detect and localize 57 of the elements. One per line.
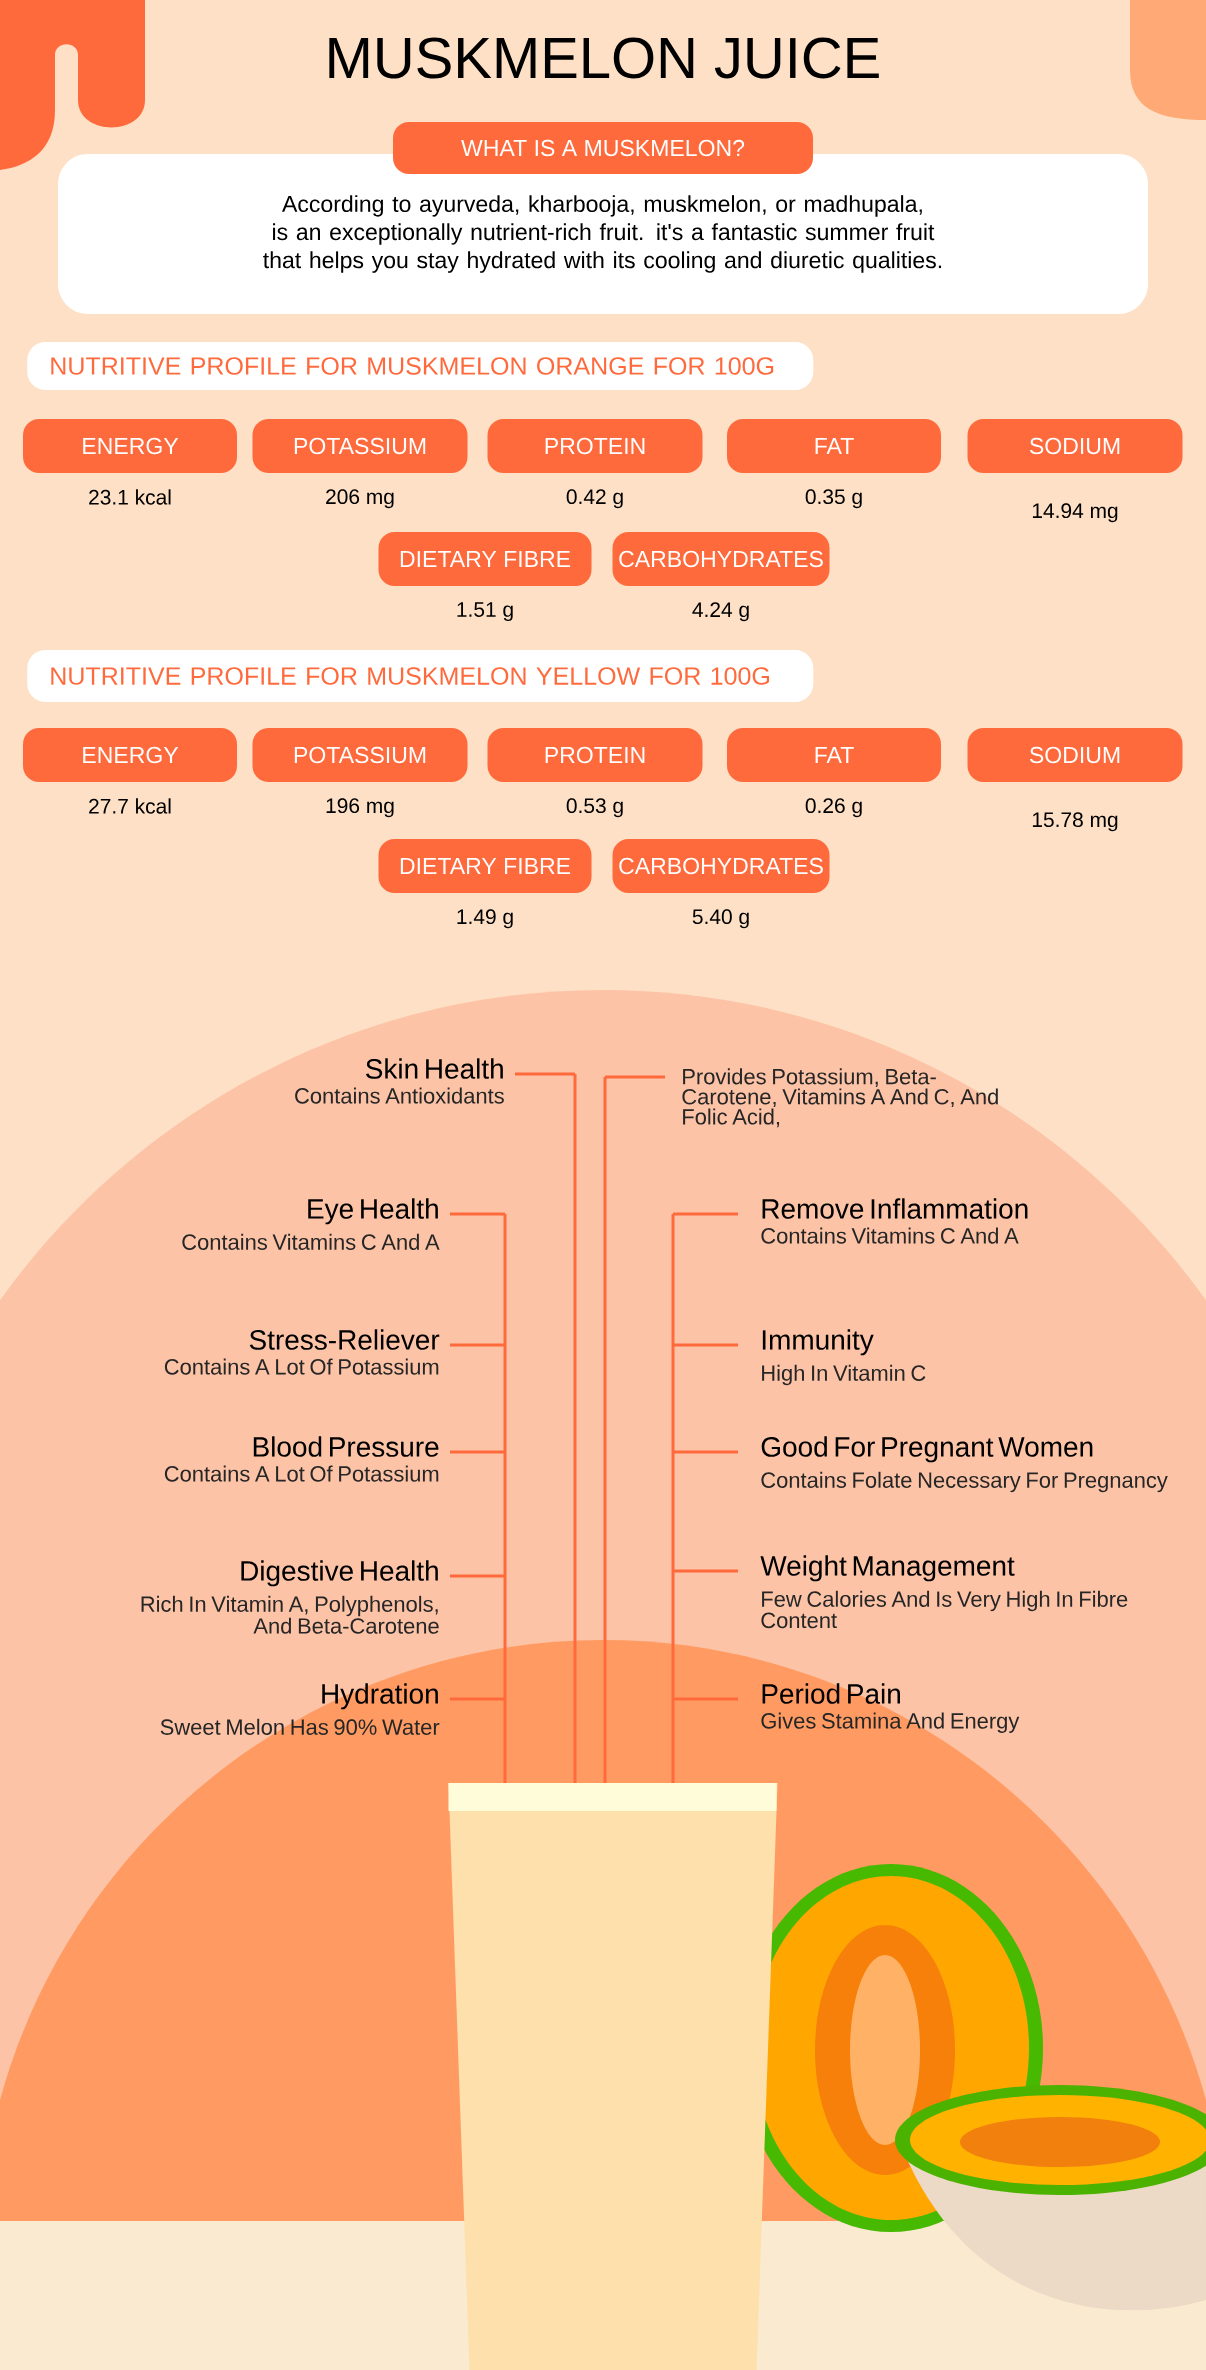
nutrient-value: 206 mg xyxy=(326,489,394,509)
benefit-text: Digestive Health Rich In Vitamin A, Polyphenols, And Beta-Carotene xyxy=(141,1560,439,1634)
benefit-text: Weight Management Few Calories And Is Very High In Fibre Content xyxy=(760,1555,1128,1629)
connector-line xyxy=(503,1452,507,1576)
nutrient-value: 0.35 g xyxy=(805,489,862,509)
nutrient-pill: WHAT IS A MUSKMELON? xyxy=(393,122,813,174)
connector-line xyxy=(603,1077,607,1783)
nutrient-pill: POTASSIUM xyxy=(252,728,468,782)
nutrient-value: 0.26 g xyxy=(805,798,862,818)
connector-line xyxy=(503,1576,507,1699)
nutrient-pill: POTASSIUM xyxy=(252,419,468,473)
benefit-text: Remove Inflammation Contains Vitamins C And A xyxy=(761,1198,1028,1244)
nutrient-pill: PROTEIN xyxy=(487,419,703,473)
nutrient-pill: DIETARY FIBRE xyxy=(378,839,592,893)
benefit-text: Stress-Reliever Contains A Lot Of Potassium xyxy=(164,1329,440,1375)
section-heading: NUTRITIVE PROFILE FOR MUSKMELON ORANGE FOR 100G xyxy=(27,342,814,390)
juice-glass-drawing xyxy=(448,1783,778,2370)
benefit-text: Eye Health Contains Vitamins C And A xyxy=(182,1198,440,1250)
nutrient-pill: SODIUM xyxy=(967,728,1183,782)
nutrient-value: 0.42 g xyxy=(566,489,623,509)
connector-line xyxy=(503,1699,507,1783)
benefit-text: Good For Pregnant Women Contains Folate Necessary For Pregnancy xyxy=(761,1436,1168,1493)
section-heading: NUTRITIVE PROFILE FOR MUSKMELON YELLOW FOR 100G xyxy=(27,650,814,702)
connector-line xyxy=(503,1214,507,1345)
connector-line xyxy=(573,1074,577,1783)
nutrient-pill: PROTEIN xyxy=(487,728,703,782)
connector-line xyxy=(671,1571,675,1699)
connector-line xyxy=(503,1345,507,1452)
benefit-text: Period Pain Gives Stamina And Energy xyxy=(761,1683,1020,1733)
nutrient-value: 196 mg xyxy=(326,798,394,818)
nutrient-value: 1.49 g xyxy=(457,909,513,929)
benefit-text: Hydration Sweet Melon Has 90% Water xyxy=(160,1683,440,1735)
nutrient-pill: ENERGY xyxy=(23,419,237,473)
nutrient-value: 1.51 g xyxy=(457,602,513,622)
nutrient-value: 27.7 kcal xyxy=(89,798,171,814)
benefit-text: Skin Health Contains Antioxidants xyxy=(295,1058,504,1104)
connector-line xyxy=(671,1699,675,1783)
nutrient-value: 23.1 kcal xyxy=(89,489,171,505)
nutrient-value: 15.78 mg xyxy=(1032,812,1118,832)
benefit-text: Immunity High In Vitamin C xyxy=(762,1329,926,1386)
nutrient-pill: FAT xyxy=(727,728,941,782)
benefit-text: Blood Pressure Contains A Lot Of Potassium xyxy=(164,1436,439,1482)
nutrient-value: 5.40 g xyxy=(692,909,749,929)
nutrient-pill: SODIUM xyxy=(967,419,1183,473)
title: MUSKMELON JUICE xyxy=(329,37,879,79)
connector-line xyxy=(671,1345,675,1452)
nutrient-pill: ENERGY xyxy=(23,728,237,782)
nutrient-pill: CARBOHYDRATES xyxy=(612,532,830,586)
connector-line xyxy=(671,1452,675,1571)
nutrient-pill: CARBOHYDRATES xyxy=(612,839,830,893)
nutrient-pill: FAT xyxy=(727,419,941,473)
nutrient-value: 0.53 g xyxy=(566,798,623,818)
nutrient-value: 14.94 mg xyxy=(1032,503,1118,523)
connector-line xyxy=(671,1214,675,1345)
benefit-text: Provides Potassium, Beta-Carotene, Vitamins A And C, And Folic Acid, xyxy=(682,1068,998,1128)
nutrient-pill: DIETARY FIBRE xyxy=(378,532,592,586)
nutrient-value: 4.24 g xyxy=(692,602,749,622)
